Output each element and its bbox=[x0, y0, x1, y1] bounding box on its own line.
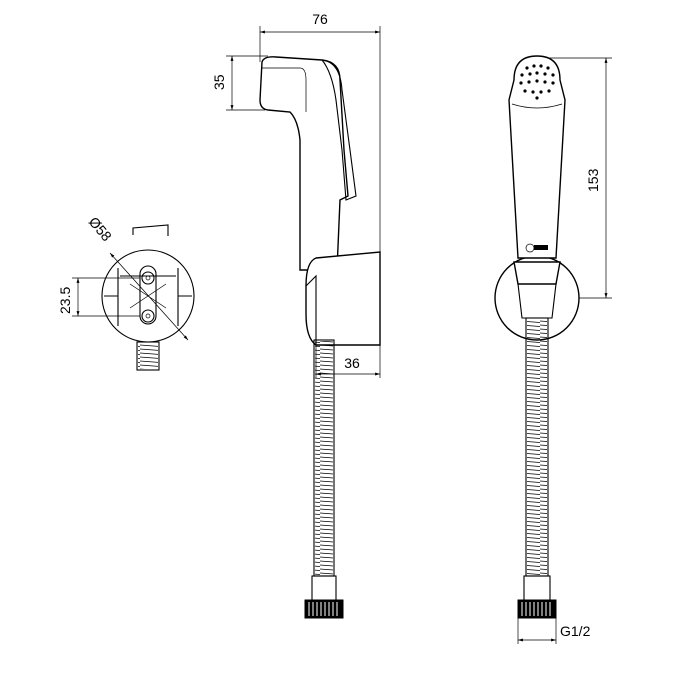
spray-face-edge bbox=[511, 103, 563, 109]
hose-nut-collar-side bbox=[311, 575, 337, 603]
thread-label: G1/2 bbox=[560, 623, 591, 639]
hose-side-texture bbox=[315, 341, 333, 575]
screw-hole-bottom-center bbox=[145, 313, 151, 319]
hose-nut-knurl-side bbox=[308, 602, 338, 616]
trigger-lever bbox=[321, 59, 357, 201]
total-height-label: 153 bbox=[585, 168, 601, 192]
screw-hole-top bbox=[141, 271, 155, 285]
hole-spacing-label: 23.5 bbox=[57, 287, 73, 314]
hose-front-texture bbox=[527, 319, 547, 575]
holder-block-side bbox=[305, 251, 381, 346]
diameter-label: Ø58 bbox=[86, 214, 115, 245]
holder-width-label: 36 bbox=[344, 355, 360, 371]
hose-nut-knurl-front bbox=[521, 602, 551, 616]
holder-diagonals bbox=[129, 283, 167, 309]
holder-detail-view: Ø58 23.5 bbox=[57, 214, 195, 371]
diameter-dimension-line bbox=[109, 252, 189, 341]
holder-hose-texture bbox=[138, 343, 158, 369]
holder-hose-stub bbox=[136, 341, 160, 371]
holder-block-edge bbox=[305, 274, 317, 345]
nozzle-detail bbox=[262, 67, 307, 112]
holder-top-tab bbox=[132, 224, 169, 236]
head-height-label: 35 bbox=[211, 74, 227, 90]
holder-inner-frame bbox=[104, 275, 192, 297]
hose-nut-collar-front bbox=[523, 575, 551, 603]
brand-logo-icon bbox=[525, 243, 548, 253]
holder-neck-front bbox=[517, 283, 557, 319]
handset-body-side bbox=[259, 56, 349, 271]
holder-inner-sides bbox=[117, 268, 179, 326]
screw-hole-top-center bbox=[145, 275, 151, 281]
handset-body-front bbox=[508, 55, 566, 259]
side-view: 76 35 36 bbox=[211, 11, 381, 619]
spray-face bbox=[519, 64, 555, 100]
holder-collar-front bbox=[513, 261, 561, 285]
screw-hole-bottom bbox=[141, 309, 155, 323]
front-view: 153 bbox=[494, 55, 612, 644]
width-label: 76 bbox=[312, 11, 328, 27]
